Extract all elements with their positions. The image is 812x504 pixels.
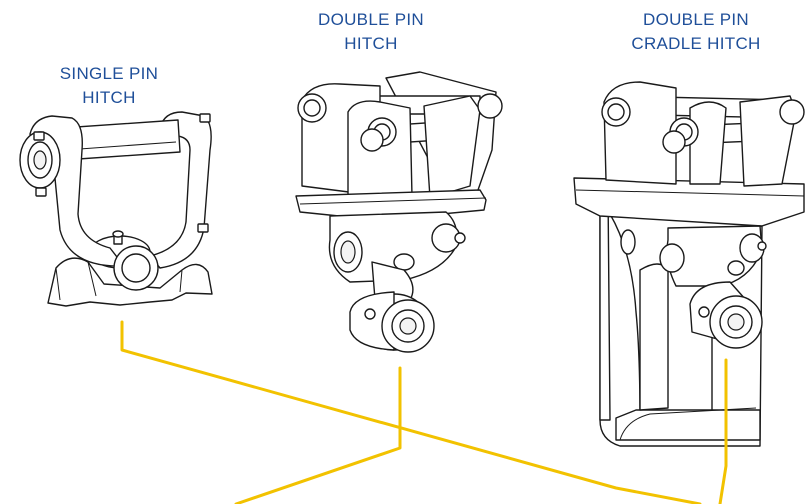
double-pin-cradle-hitch-label-line-1: DOUBLE PIN bbox=[643, 10, 749, 29]
connector-lines bbox=[120, 320, 728, 504]
single-pin-hitch-label: SINGLE PIN HITCH bbox=[28, 62, 190, 110]
double-pin-cradle-hitch-drawing bbox=[573, 81, 805, 447]
double-pin-cradle-hitch-label-line-2: CRADLE HITCH bbox=[631, 34, 761, 53]
double-pin-hitch-label-line-1: DOUBLE PIN bbox=[318, 10, 424, 29]
double-pin-cradle-hitch-label: DOUBLE PIN CRADLE HITCH bbox=[596, 8, 796, 56]
single-pin-hitch-label-line-2: HITCH bbox=[82, 88, 136, 107]
connector-double-pin bbox=[234, 366, 402, 504]
double-pin-hitch-label: DOUBLE PIN HITCH bbox=[286, 8, 456, 56]
single-pin-hitch-drawing bbox=[19, 111, 213, 307]
connector-cradle bbox=[718, 358, 728, 504]
double-pin-hitch-drawing bbox=[295, 71, 503, 353]
double-pin-hitch-label-line-2: HITCH bbox=[344, 34, 398, 53]
single-pin-hitch-label-line-1: SINGLE PIN bbox=[59, 64, 159, 83]
connector-single-pin bbox=[120, 320, 702, 504]
